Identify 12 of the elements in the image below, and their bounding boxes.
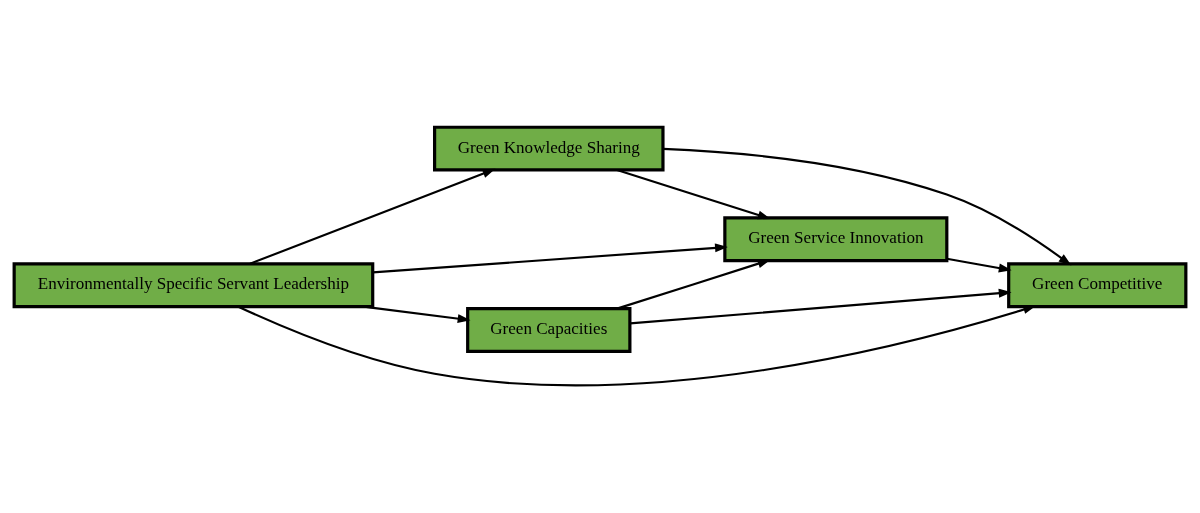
arrow <box>616 169 771 220</box>
node-box: Environmentally Specific Servant Leadership <box>12 262 375 309</box>
node-box: Green Competitive <box>1007 262 1188 309</box>
node-box: Green Capacities <box>466 307 632 353</box>
arrow <box>946 257 1012 273</box>
node-box: Green Service Innovation <box>723 216 949 263</box>
arrow <box>616 259 771 310</box>
arrow <box>630 288 1012 325</box>
arrow <box>249 168 496 265</box>
arrow <box>372 243 728 274</box>
node-box: Green Knowledge Sharing <box>433 125 665 172</box>
arrow <box>663 147 1072 266</box>
